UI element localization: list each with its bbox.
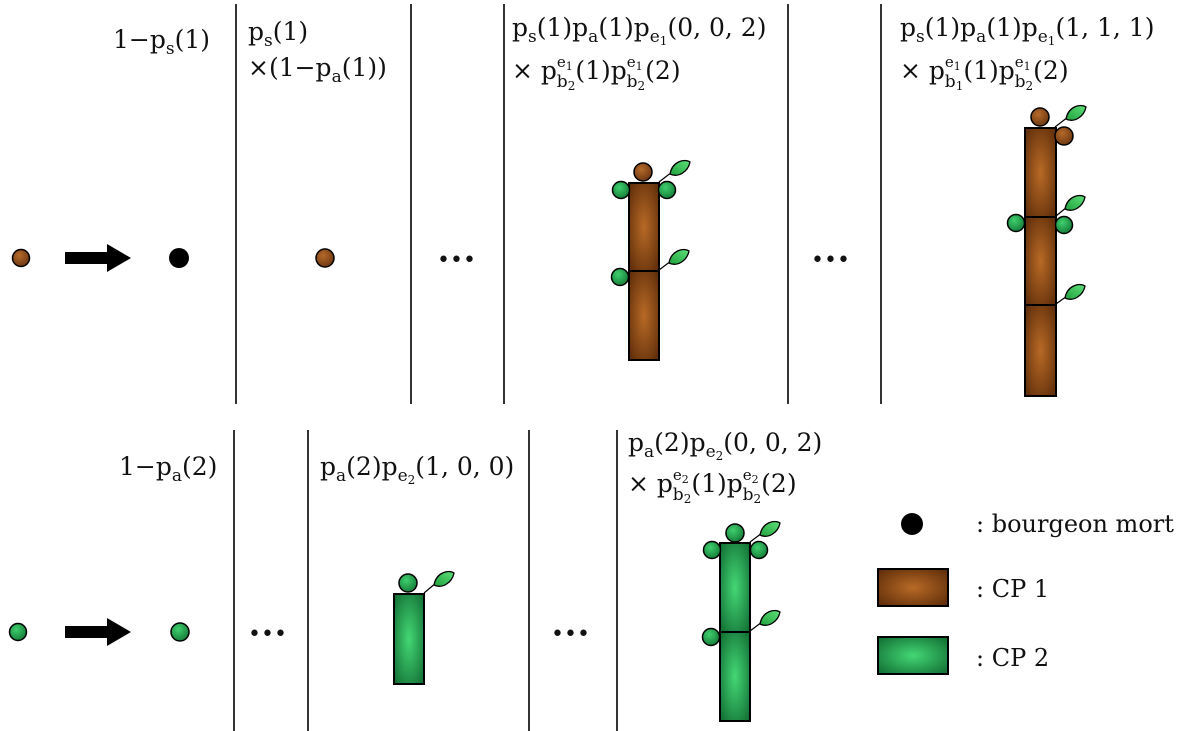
cp1-segment [1024, 216, 1057, 306]
top-dead-bud [169, 248, 189, 268]
cp2-segment [719, 631, 751, 722]
top-plant-c4 [1006, 104, 1087, 397]
bud-green [725, 523, 745, 543]
cp2-segment [719, 542, 751, 633]
bud-green [611, 180, 631, 200]
bottom-arrow [65, 618, 131, 646]
bottom-ellipsis-2: ••• [551, 622, 590, 647]
bud-green [1006, 213, 1026, 233]
leaf-icon [1055, 283, 1086, 305]
bud-brown [633, 162, 653, 182]
top-arrow [65, 244, 131, 272]
top-separators [235, 4, 882, 404]
top-label-c1: 1−ps(1) [113, 25, 210, 59]
bud-green [657, 180, 677, 200]
cp2-segment [393, 593, 425, 685]
bud-brown [1030, 107, 1050, 127]
cp1-segment [628, 182, 660, 272]
top-ellipsis-2: ••• [811, 248, 850, 273]
top-label-c3-line1: ps(1)pa(1)pe1(0, 0, 2) [512, 13, 766, 48]
bottom-label-c3-line1: pa(2)pe2(0, 0, 2) [628, 428, 822, 463]
bottom-label-c2: pa(2)pe2(1, 0, 0) [320, 452, 514, 487]
legend: : bourgeon mort : CP 1 : CP 2 [877, 510, 1174, 675]
leaf-icon [1054, 104, 1087, 128]
top-brown-bud-start [11, 248, 31, 268]
bottom-plant-c3 [701, 520, 781, 722]
bottom-green-bud-survive [170, 622, 190, 642]
bud-green [749, 540, 769, 560]
leaf-icon [423, 570, 455, 594]
leaf-icon [658, 248, 690, 271]
bottom-ellipsis-1: ••• [248, 622, 287, 647]
leaf-icon [658, 159, 691, 183]
cp1-segment [628, 270, 660, 361]
top-label-c2-line1: ps(1) [248, 17, 308, 51]
bud-green [1054, 215, 1074, 235]
legend-dead-bud-label: : bourgeon mort [976, 510, 1174, 538]
bud-green [702, 540, 722, 560]
bud-brown [1054, 126, 1074, 146]
top-label-c2-line2: ×(1−pa(1)) [248, 53, 387, 87]
bud-green [398, 573, 418, 593]
legend-dead-bud-swatch [901, 513, 923, 535]
leaf-icon [1055, 194, 1086, 217]
legend-cp1-label: : CP 1 [976, 575, 1049, 603]
bottom-plant-c2 [393, 570, 455, 685]
top-plant-c3 [610, 159, 691, 361]
top-brown-bud-survive [315, 248, 335, 268]
top-label-c4-line1: ps(1)pa(1)pe1(1, 1, 1) [900, 13, 1154, 48]
legend-cp2-swatch [877, 636, 949, 675]
cp1-segment [1024, 304, 1057, 397]
bottom-green-bud-start [8, 622, 28, 642]
bottom-separators [233, 430, 618, 731]
cp1-segment [1024, 127, 1057, 218]
top-ellipsis-1: ••• [437, 248, 476, 273]
bottom-label-c1: 1−pa(2) [119, 452, 217, 486]
legend-cp2-label: : CP 2 [976, 644, 1049, 672]
bud-green [610, 267, 630, 287]
leaf-icon [749, 609, 781, 632]
legend-cp1-swatch [877, 568, 949, 607]
bud-green [701, 627, 721, 647]
leaf-icon [749, 520, 781, 543]
